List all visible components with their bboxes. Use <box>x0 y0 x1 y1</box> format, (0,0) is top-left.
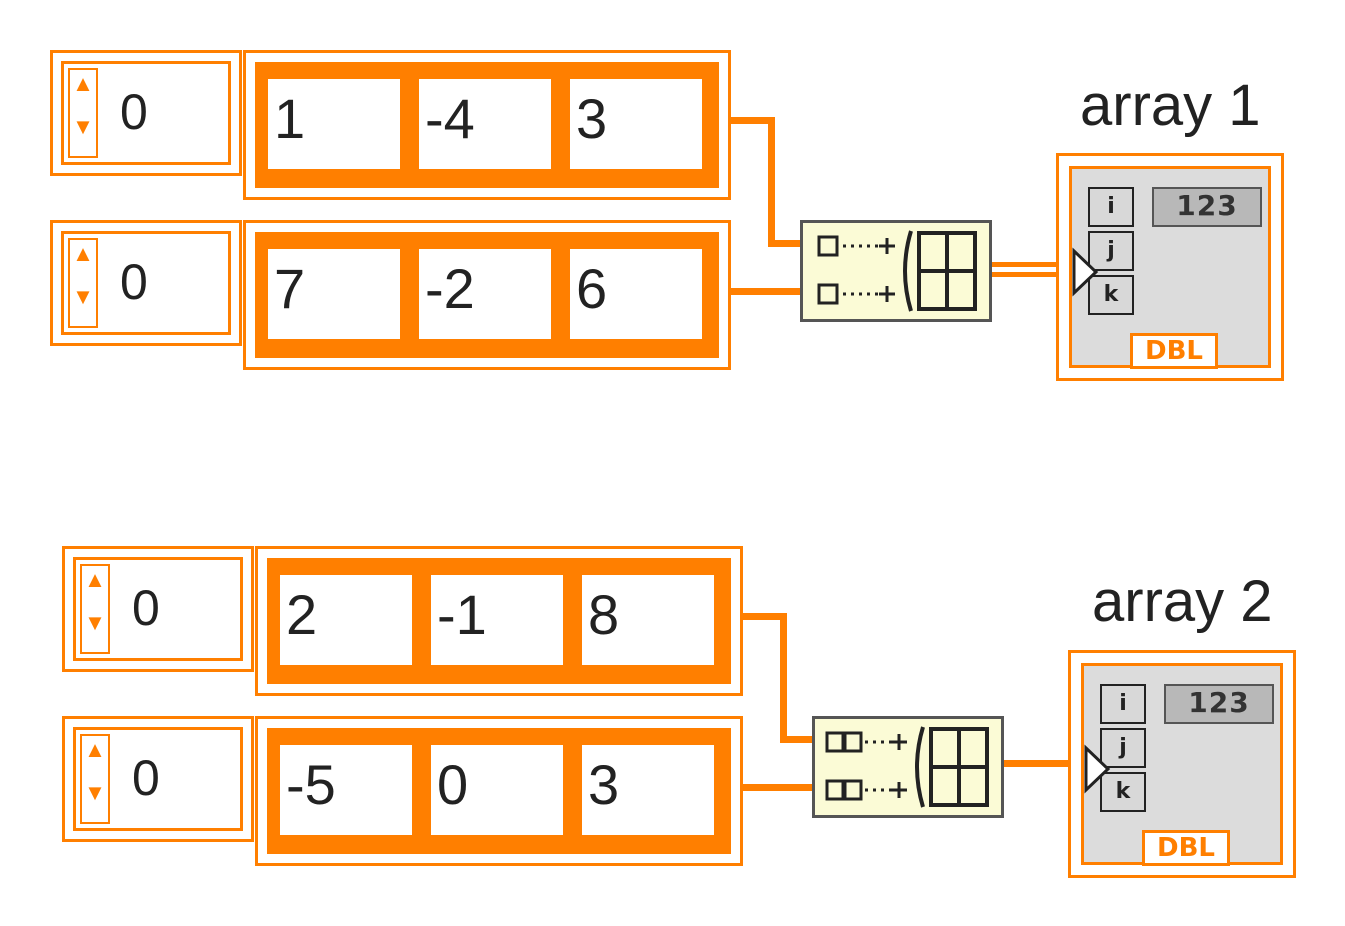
indicator-label: array 1 <box>1080 73 1261 138</box>
array-cell[interactable]: 6 <box>570 249 702 339</box>
index-value[interactable]: 0 <box>132 580 160 636</box>
input-terminal-icon <box>1084 744 1111 794</box>
array-cell[interactable]: 8 <box>582 575 714 665</box>
array-constant[interactable]: 7 -2 6 <box>243 220 731 370</box>
array-cell[interactable]: -5 <box>280 745 412 835</box>
array-cell[interactable]: 2 <box>280 575 412 665</box>
array-indicator[interactable]: i j k 123 DBL <box>1068 650 1296 878</box>
array-cell[interactable]: 0 <box>431 745 563 835</box>
wire <box>740 784 816 791</box>
index-control[interactable]: ▲ ▼ 0 <box>62 716 254 842</box>
numeric-type-tag: 123 <box>1164 684 1274 724</box>
array-indicator[interactable]: i j k 123 DBL <box>1056 153 1284 381</box>
input-terminal-icon <box>1072 247 1099 297</box>
arrow-down-icon[interactable]: ▼ <box>72 284 94 309</box>
index-control[interactable]: ▲ ▼ 0 <box>50 50 242 176</box>
numeric-type-tag: 123 <box>1152 187 1262 227</box>
dbl-type-tag: DBL <box>1130 333 1218 369</box>
wire <box>780 736 816 743</box>
index-value[interactable]: 0 <box>132 750 160 806</box>
index-box-k: k <box>1100 772 1146 812</box>
wire <box>728 288 804 295</box>
array-constant[interactable]: 2 -1 8 <box>255 546 743 696</box>
arrow-down-icon[interactable]: ▼ <box>84 610 106 635</box>
increment-decrement-icon[interactable]: ▲ ▼ <box>80 734 110 824</box>
index-box-j: j <box>1100 728 1146 768</box>
array-cell[interactable]: -1 <box>431 575 563 665</box>
arrow-up-icon[interactable]: ▲ <box>84 567 106 592</box>
array-cell[interactable]: -4 <box>419 79 551 169</box>
indicator-label: array 2 <box>1092 569 1273 634</box>
wire <box>990 272 1060 277</box>
array-cell[interactable]: 3 <box>582 745 714 835</box>
array-cell[interactable]: 3 <box>570 79 702 169</box>
increment-decrement-icon[interactable]: ▲ ▼ <box>80 564 110 654</box>
wire <box>728 117 774 124</box>
index-box-k: k <box>1088 275 1134 315</box>
array-constant[interactable]: -5 0 3 <box>255 716 743 866</box>
array-cell[interactable]: -2 <box>419 249 551 339</box>
increment-decrement-icon[interactable]: ▲ ▼ <box>68 68 98 158</box>
increment-decrement-icon[interactable]: ▲ ▼ <box>68 238 98 328</box>
index-control[interactable]: ▲ ▼ 0 <box>50 220 242 346</box>
arrow-up-icon[interactable]: ▲ <box>72 241 94 266</box>
array-constant[interactable]: 1 -4 3 <box>243 50 731 200</box>
arrow-down-icon[interactable]: ▼ <box>72 114 94 139</box>
index-box-j: j <box>1088 231 1134 271</box>
build-array-icon <box>817 230 977 312</box>
array-cell[interactable]: 7 <box>268 249 400 339</box>
wire <box>990 262 1060 267</box>
dbl-type-tag: DBL <box>1142 830 1230 866</box>
index-value[interactable]: 0 <box>120 84 148 140</box>
wire <box>780 613 787 743</box>
wire <box>768 117 775 247</box>
wire <box>768 240 804 247</box>
arrow-up-icon[interactable]: ▲ <box>84 737 106 762</box>
build-array-icon <box>825 726 989 808</box>
build-array-node[interactable] <box>812 716 1004 818</box>
arrow-up-icon[interactable]: ▲ <box>72 71 94 96</box>
build-array-node[interactable] <box>800 220 992 322</box>
index-box-i: i <box>1088 187 1134 227</box>
index-value[interactable]: 0 <box>120 254 148 310</box>
array-cell[interactable]: 1 <box>268 79 400 169</box>
index-control[interactable]: ▲ ▼ 0 <box>62 546 254 672</box>
arrow-down-icon[interactable]: ▼ <box>84 780 106 805</box>
wire <box>1002 760 1072 767</box>
index-box-i: i <box>1100 684 1146 724</box>
wire <box>740 613 786 620</box>
